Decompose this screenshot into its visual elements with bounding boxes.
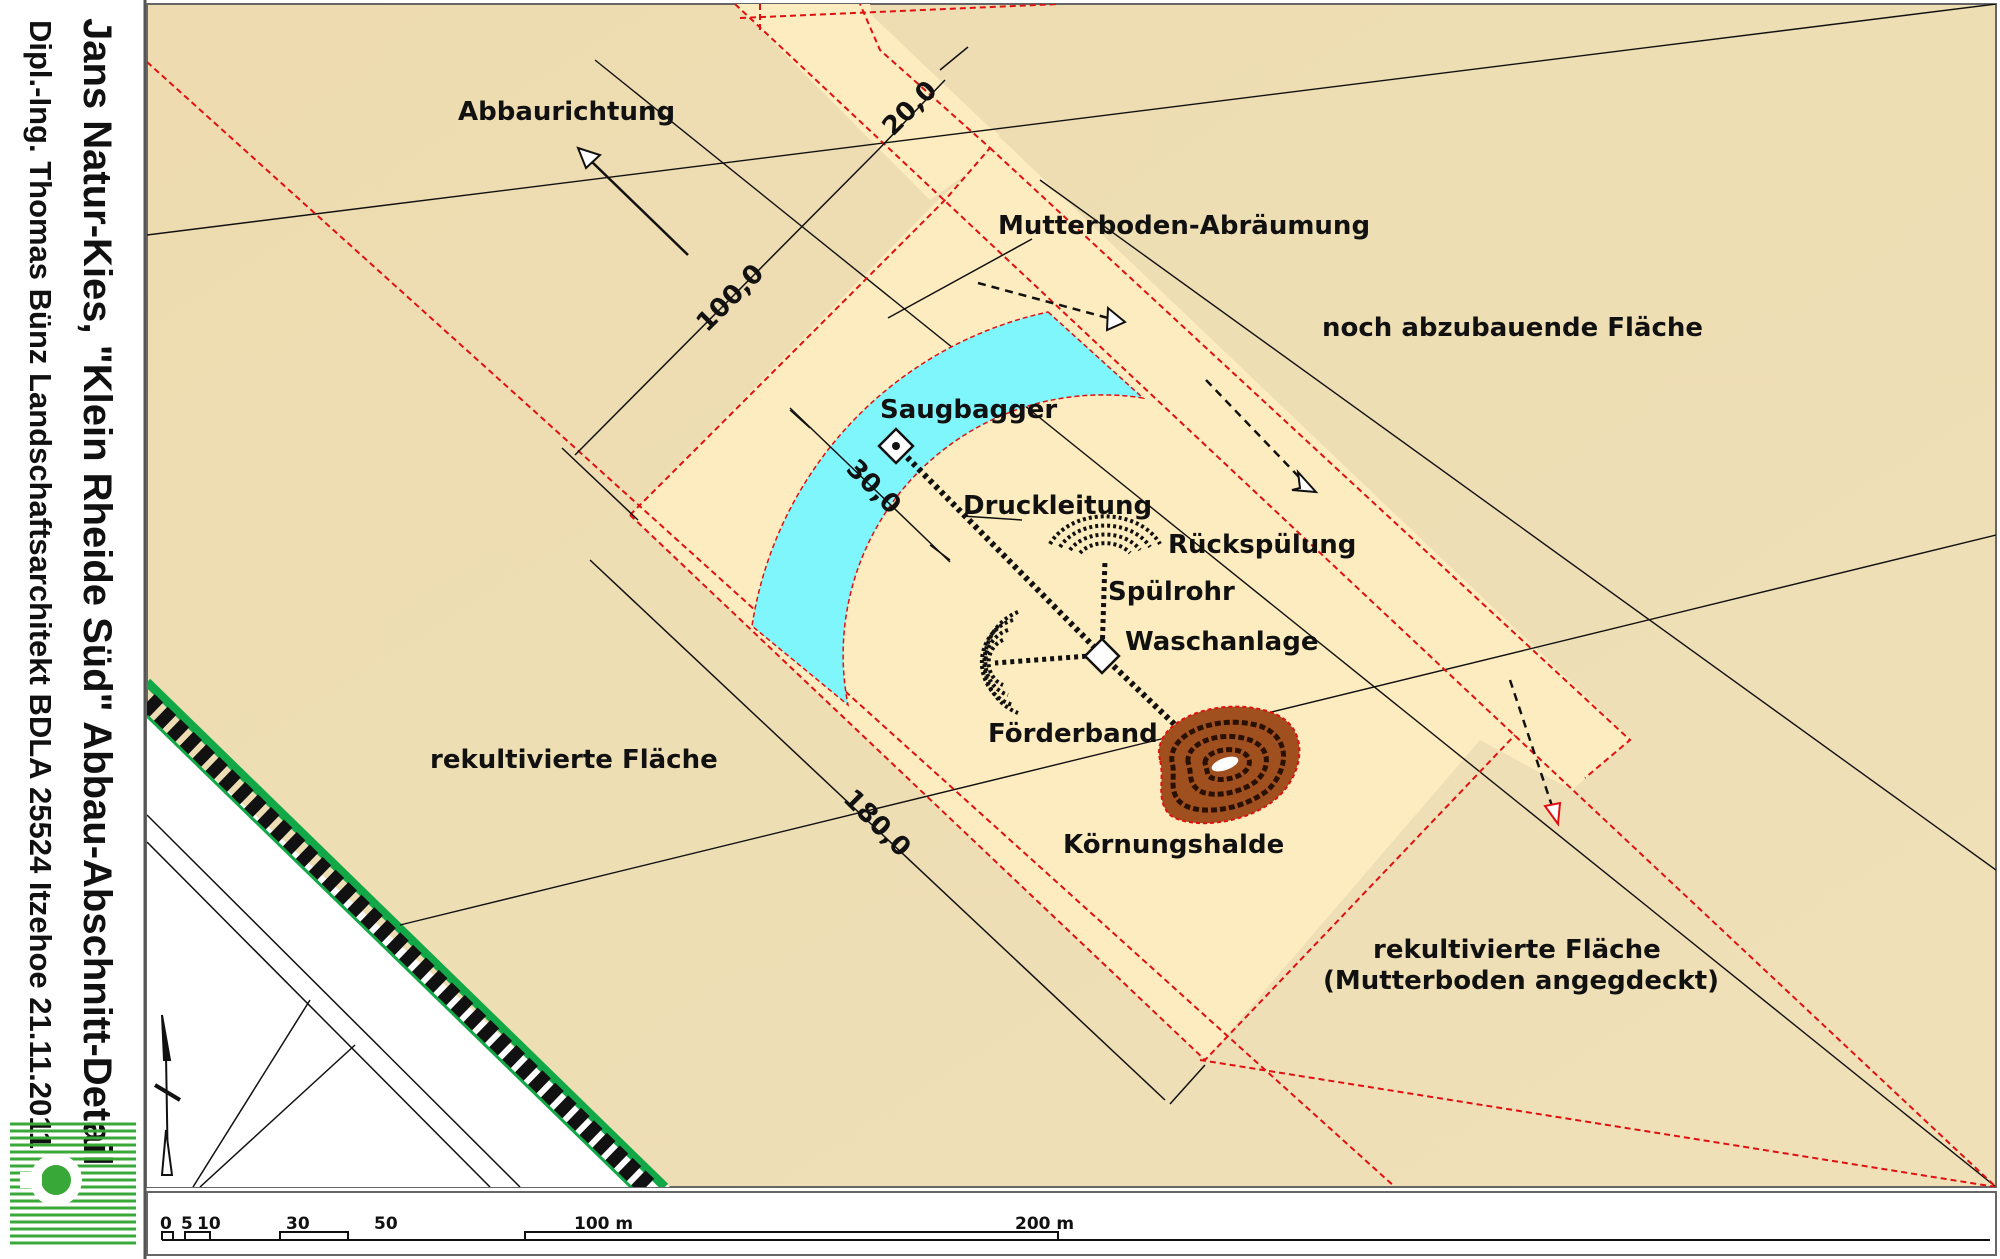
label-saugbagger: Saugbagger bbox=[880, 395, 1057, 425]
scale-bar bbox=[161, 1231, 1990, 1241]
label-rueckspuelung: Rückspülung bbox=[1168, 530, 1356, 560]
label-foerderband: Förderband bbox=[988, 719, 1158, 749]
water-pond bbox=[751, 311, 1146, 707]
label-rekultiviert-right-2: (Mutterboden angegdeckt) bbox=[1323, 966, 1719, 996]
project-title: Jans Natur-Kies, "Klein Rheide Süd" Abba… bbox=[75, 18, 119, 1166]
label-noch-abzubauen: noch abzubauende Fläche bbox=[1322, 313, 1703, 343]
label-druckleitung: Druckleitung bbox=[963, 491, 1152, 521]
koernungshalde bbox=[1158, 705, 1301, 825]
scale-tick-30: 30 bbox=[286, 1214, 310, 1234]
author-line: Dipl.-Ing. Thomas Bünz Landschaftsarchit… bbox=[23, 20, 58, 1149]
label-abbaurichtung: Abbaurichtung bbox=[458, 97, 675, 127]
scale-tick-10: 10 bbox=[197, 1214, 221, 1234]
label-rekultiviert-left: rekultivierte Fläche bbox=[430, 745, 718, 775]
foerderband-fan bbox=[979, 610, 1019, 715]
logo bbox=[10, 1122, 136, 1245]
label-spuelrohr: Spülrohr bbox=[1108, 577, 1235, 607]
label-koernungshalde: Körnungshalde bbox=[1063, 830, 1284, 860]
railway bbox=[147, 678, 669, 1187]
scale-bar-panel bbox=[146, 1191, 1997, 1256]
rueckspuelung-fan bbox=[1048, 514, 1162, 555]
title-block bbox=[0, 0, 145, 1259]
scale-tick-5: 5 bbox=[181, 1214, 193, 1234]
waschanlage-marker bbox=[1083, 637, 1121, 675]
abbaurichtung-arrow bbox=[576, 146, 689, 256]
label-mutterboden: Mutterboden-Abräumung bbox=[998, 211, 1370, 241]
scale-tick-200: 200 m bbox=[1015, 1214, 1074, 1234]
label-waschanlage: Waschanlage bbox=[1125, 627, 1318, 657]
scale-tick-50: 50 bbox=[374, 1214, 398, 1234]
label-rekultiviert-right-1: rekultivierte Fläche bbox=[1373, 935, 1661, 965]
scale-tick-100: 100 m bbox=[574, 1214, 633, 1234]
saugbagger-marker bbox=[877, 427, 915, 465]
north-arrow-icon bbox=[153, 1014, 182, 1176]
scale-tick-0: 0 bbox=[160, 1214, 172, 1234]
